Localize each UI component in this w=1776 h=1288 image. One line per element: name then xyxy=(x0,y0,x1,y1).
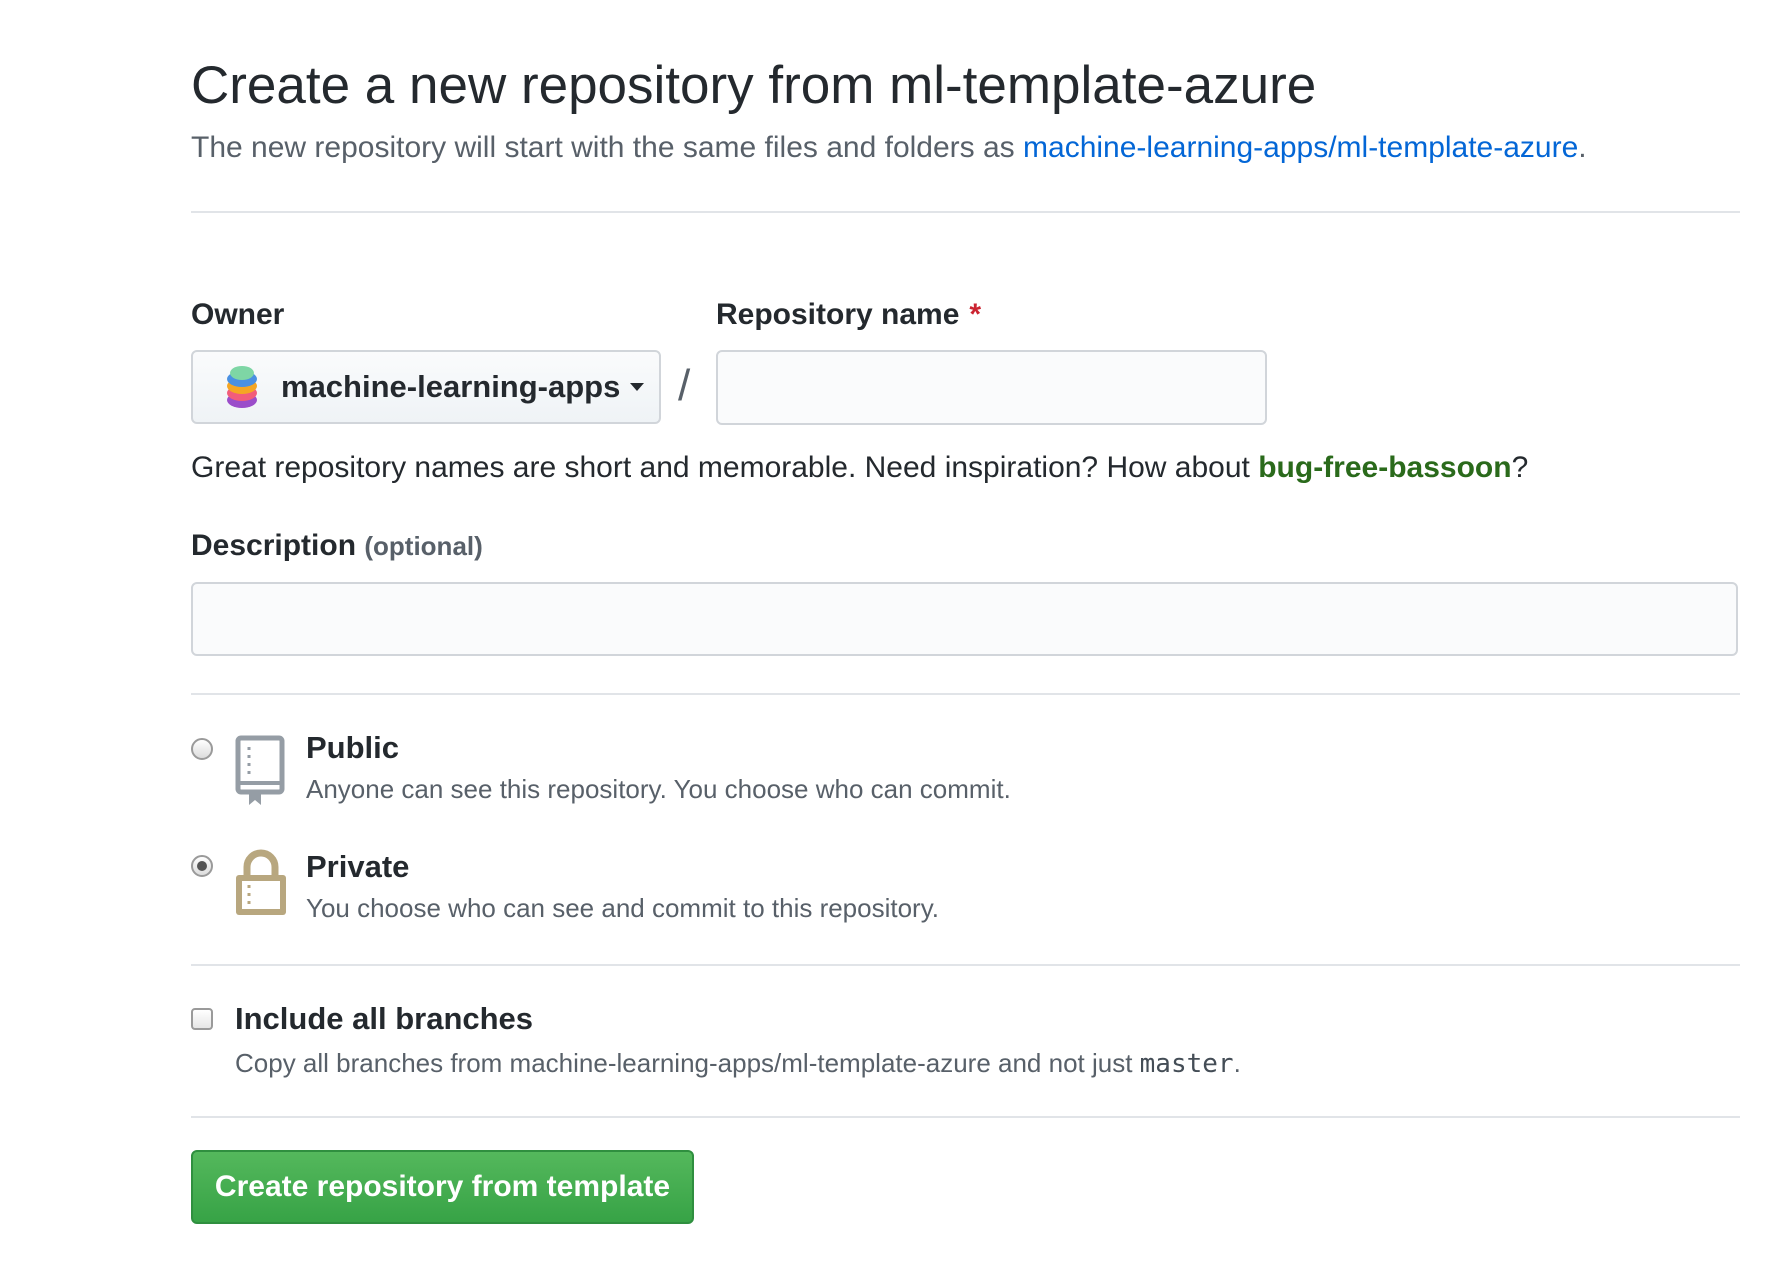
owner-repo-separator: / xyxy=(678,361,691,410)
optional-tag: (optional) xyxy=(364,531,483,561)
create-repository-button[interactable]: Create repository from template xyxy=(191,1150,694,1224)
branches-divider xyxy=(191,1116,1740,1118)
include-branches-checkbox[interactable] xyxy=(191,1008,213,1030)
public-option-title: Public xyxy=(306,730,400,765)
include-branches-label[interactable]: Include all branches xyxy=(235,1001,534,1036)
owner-name: machine-learning-apps xyxy=(281,369,621,404)
owner-select-button[interactable]: machine-learning-apps xyxy=(191,350,661,424)
description-divider xyxy=(191,693,1740,695)
repo-name-label-text: Repository name xyxy=(716,298,960,331)
public-option-description: Anyone can see this repository. You choo… xyxy=(306,774,1011,804)
chevron-down-icon xyxy=(630,383,645,391)
subtitle-text: The new repository will start with the s… xyxy=(191,131,1024,164)
private-option-description: You choose who can see and commit to thi… xyxy=(306,893,940,923)
owner-avatar-icon xyxy=(227,366,257,408)
description-label-text: Description xyxy=(191,529,357,562)
page-title: Create a new repository from ml-template… xyxy=(191,56,1317,115)
visibility-divider xyxy=(191,964,1740,966)
name-suggestion-link[interactable]: bug-free-bassoon xyxy=(1258,451,1512,484)
required-marker: * xyxy=(969,298,982,331)
header-divider xyxy=(191,211,1740,213)
branch-code: master xyxy=(1139,1049,1234,1079)
repo-name-hint: Great repository names are short and mem… xyxy=(191,448,1528,488)
description-input[interactable] xyxy=(191,582,1738,656)
branches-description-period: . xyxy=(1233,1048,1241,1078)
owner-label: Owner xyxy=(191,298,285,331)
branches-description-text: Copy all branches from machine-learning-… xyxy=(235,1048,1140,1078)
repo-name-input[interactable] xyxy=(716,350,1267,425)
subtitle-period: . xyxy=(1578,131,1587,164)
description-label: Description (optional) xyxy=(191,526,483,566)
include-branches-description: Copy all branches from machine-learning-… xyxy=(235,1045,1241,1082)
private-option-title: Private xyxy=(306,849,410,884)
public-radio[interactable] xyxy=(191,738,213,760)
repo-name-label: Repository name * xyxy=(716,295,981,335)
private-radio[interactable] xyxy=(191,855,213,877)
repo-book-icon xyxy=(235,735,285,805)
lock-icon xyxy=(236,849,286,915)
hint-question-mark: ? xyxy=(1511,451,1529,484)
hint-text: Great repository names are short and mem… xyxy=(191,451,1259,484)
template-repo-link[interactable]: machine-learning-apps/ml-template-azure xyxy=(1023,131,1579,164)
page-subtitle: The new repository will start with the s… xyxy=(191,128,1587,168)
